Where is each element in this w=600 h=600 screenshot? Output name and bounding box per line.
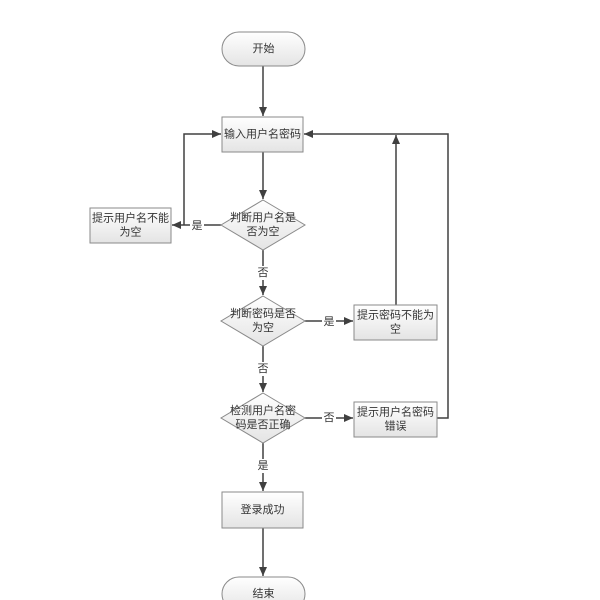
node-check-credentials-line1: 检测用户名密 bbox=[230, 403, 296, 417]
node-end-text: 结束 bbox=[253, 587, 275, 600]
node-start: 开始 bbox=[221, 31, 306, 67]
node-check-user-empty: 判断用户名是 否为空 bbox=[220, 199, 306, 251]
node-input-text: 输入用户名密码 bbox=[224, 127, 301, 141]
label-user-empty-no: 否 bbox=[258, 266, 269, 279]
node-user-empty-msg-line2: 为空 bbox=[120, 225, 142, 239]
edge-labels: 是 否 是 否 否 是 bbox=[190, 218, 336, 473]
node-check-user-empty-line2: 否为空 bbox=[247, 224, 280, 238]
node-check-user-empty-line1: 判断用户名是 bbox=[230, 210, 296, 224]
node-start-text: 开始 bbox=[253, 41, 275, 55]
node-login-success: 登录成功 bbox=[221, 491, 304, 529]
label-user-empty-yes: 是 bbox=[192, 219, 203, 232]
node-user-empty-msg: 提示用户名不能 为空 bbox=[89, 207, 172, 244]
label-pwd-empty-yes: 是 bbox=[324, 315, 335, 328]
node-pwd-empty-msg: 提示密码不能为 空 bbox=[353, 304, 438, 341]
edge-user-empty-msg-to-input bbox=[183, 130, 221, 225]
node-check-pwd-empty: 判断密码是否 为空 bbox=[220, 295, 306, 347]
node-pwd-empty-msg-line1: 提示密码不能为 bbox=[357, 308, 434, 322]
node-credentials-error-msg-line1: 提示用户名密码 bbox=[357, 405, 434, 419]
node-check-pwd-empty-line2: 为空 bbox=[252, 320, 274, 334]
node-credentials-error-msg: 提示用户名密码 错误 bbox=[353, 401, 438, 438]
edge-credentials-error-to-input bbox=[304, 130, 449, 419]
node-user-empty-msg-line1: 提示用户名不能 bbox=[92, 211, 169, 225]
label-credentials-no: 否 bbox=[324, 411, 335, 424]
label-credentials-yes: 是 bbox=[258, 459, 269, 472]
label-pwd-empty-no: 否 bbox=[258, 362, 269, 375]
node-credentials-error-msg-line2: 错误 bbox=[385, 419, 407, 433]
node-check-credentials: 检测用户名密 码是否正确 bbox=[220, 392, 306, 444]
node-check-pwd-empty-line1: 判断密码是否 bbox=[230, 306, 296, 320]
node-end: 结束 bbox=[221, 576, 306, 600]
node-pwd-empty-msg-line2: 空 bbox=[390, 322, 401, 336]
node-check-credentials-line2: 码是否正确 bbox=[236, 418, 291, 431]
node-login-success-text: 登录成功 bbox=[241, 502, 285, 516]
node-input: 输入用户名密码 bbox=[221, 116, 304, 153]
